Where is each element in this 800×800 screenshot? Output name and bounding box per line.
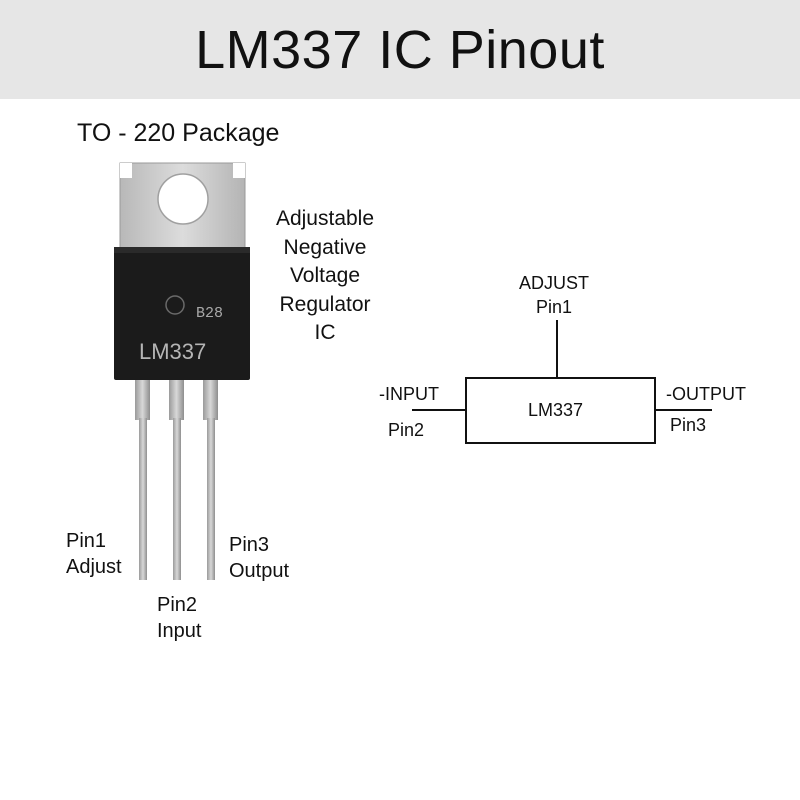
ic-body: B28 LM337 <box>114 247 250 380</box>
schematic-output-label: -OUTPUT <box>666 384 746 404</box>
pin1-leg <box>139 418 147 580</box>
heatsink-tab <box>119 162 246 251</box>
mounting-hole <box>157 173 209 225</box>
schematic-input-pin: Pin2 <box>388 420 425 440</box>
pin2-name: Pin2 <box>157 594 198 616</box>
description-line: Negative <box>283 235 367 259</box>
pin1-label: Pin1 Adjust <box>66 528 122 580</box>
chip-marking: LM337 <box>139 339 206 364</box>
schematic-box <box>465 377 656 444</box>
pin1-name: Pin1 <box>66 530 107 552</box>
pin3-leg-wide <box>203 375 218 420</box>
description-line: Adjustable <box>275 207 375 230</box>
pin3-function: Output <box>229 560 290 582</box>
ic-description: Adjustable Negative Voltage Regulator IC <box>255 205 395 348</box>
pin2-function: Input <box>157 620 202 642</box>
schematic-input-label: -INPUT <box>379 384 439 404</box>
pin1-leg-wide <box>135 375 150 420</box>
pin2-label: Pin2 Input <box>157 592 201 644</box>
pin3-label: Pin3 Output <box>229 532 289 584</box>
description-line: Regulator <box>279 292 371 316</box>
page-title: LM337 IC Pinout <box>195 19 605 80</box>
pin2-leg-wide <box>169 375 184 420</box>
title-bar: LM337 IC Pinout <box>0 0 800 99</box>
pin-legs <box>135 375 218 580</box>
schematic-adjust-pin: Pin1 <box>536 297 573 317</box>
schematic-symbol <box>412 320 712 444</box>
schematic-output-pin: Pin3 <box>670 415 707 435</box>
schematic-adjust-label: ADJUST <box>519 273 590 293</box>
description-line: Voltage <box>289 264 361 287</box>
manufacturer-logo <box>165 295 185 315</box>
pin3-name: Pin3 <box>229 534 270 556</box>
pin1-function: Adjust <box>66 556 122 578</box>
chip-code: B28 <box>196 305 223 322</box>
description-line: IC <box>314 321 336 344</box>
pin2-leg <box>173 418 181 580</box>
schematic-box-label: LM337 <box>528 400 584 420</box>
pin3-leg <box>207 418 215 580</box>
package-label: TO - 220 Package <box>77 119 280 147</box>
